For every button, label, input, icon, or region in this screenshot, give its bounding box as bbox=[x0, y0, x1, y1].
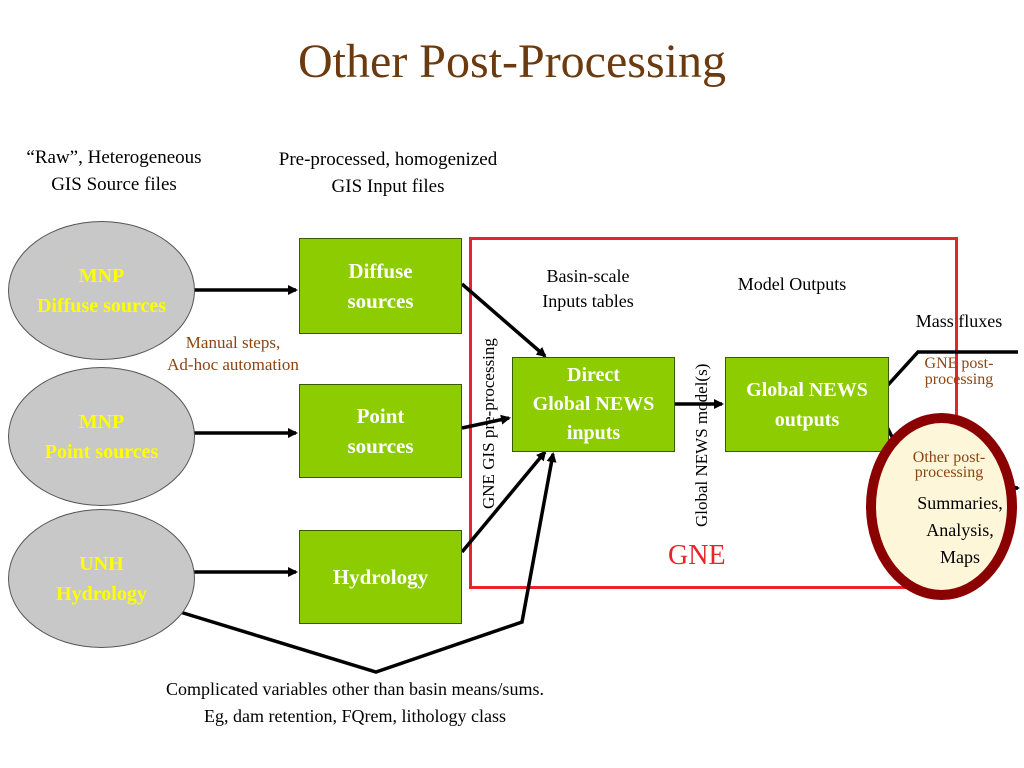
diffuse-box-line1: Diffuse bbox=[348, 259, 413, 283]
global-news-model-label: Global NEWS model(s) bbox=[692, 363, 711, 527]
mnp-diffuse-line1: MNP bbox=[78, 264, 125, 287]
outputs-line2: outputs bbox=[774, 408, 840, 431]
mass-fluxes-label: Mass fluxes bbox=[915, 311, 1003, 331]
arrow-hydrology-direct bbox=[460, 450, 547, 554]
preprocessed-files-header: Pre-processed, homogenized GIS Input fil… bbox=[240, 146, 536, 200]
point-box-line2: sources bbox=[347, 434, 414, 458]
hydrology-box-line1: Hydrology bbox=[332, 565, 429, 589]
pre-header-line1: Pre-processed, homogenized bbox=[278, 149, 498, 170]
box-direct-global-news-inputs: Direct Global NEWS inputs bbox=[512, 357, 675, 452]
post-processing-highlight bbox=[866, 413, 1017, 600]
mnp-diffuse-line2: Diffuse sources bbox=[36, 294, 167, 317]
unh-hydrology-line2: Hydrology bbox=[56, 582, 147, 605]
gne-gis-preprocessing-label: GNE GIS pre-processing bbox=[479, 338, 498, 509]
other-post-processing-label: Other post- processing bbox=[890, 449, 1008, 481]
bottom-note-line1: Complicated variables other than basin m… bbox=[166, 679, 544, 699]
other-post-line2: processing bbox=[914, 464, 984, 481]
bottom-note-line2: Eg, dam retention, FQrem, lithology clas… bbox=[204, 706, 506, 726]
gne-label: GNE bbox=[668, 540, 726, 571]
manual-steps-line1: Manual steps, bbox=[185, 333, 281, 352]
mnp-point-line1: MNP bbox=[78, 410, 125, 433]
direct-line1: Direct bbox=[567, 364, 620, 386]
ellipse-mnp-point: MNP Point sources bbox=[8, 367, 195, 506]
ellipse-unh-hydrology: UNH Hydrology bbox=[8, 509, 195, 648]
unh-hydrology-line1: UNH bbox=[79, 552, 124, 575]
arrow-mass-fluxes bbox=[885, 350, 1018, 388]
basin-tables-line2: Inputs tables bbox=[542, 291, 634, 311]
basin-tables-line1: Basin-scale bbox=[546, 266, 630, 286]
manual-steps-note: Manual steps, Ad-hoc automation bbox=[148, 332, 318, 376]
direct-line2: Global NEWS bbox=[532, 393, 655, 415]
ellipse-mnp-diffuse: MNP Diffuse sources bbox=[8, 221, 195, 360]
pre-header-line2: GIS Input files bbox=[331, 176, 445, 197]
raw-header-line1: “Raw”, Heterogeneous bbox=[26, 147, 202, 168]
diffuse-box-line2: sources bbox=[347, 289, 414, 313]
arrow-diffuse-direct bbox=[460, 282, 547, 358]
box-global-news-outputs: Global NEWS outputs bbox=[725, 357, 889, 452]
direct-line3: inputs bbox=[566, 422, 621, 444]
summaries-line1: Summaries, bbox=[917, 493, 1003, 513]
point-box-line1: Point bbox=[356, 404, 405, 428]
box-hydrology: Hydrology bbox=[299, 530, 462, 624]
box-point-sources: Point sources bbox=[299, 384, 462, 478]
raw-header-line2: GIS Source files bbox=[51, 174, 177, 195]
gne-post-processing-label: GNE post- processing bbox=[900, 356, 1018, 388]
complicated-variables-note: Complicated variables other than basin m… bbox=[90, 676, 620, 730]
gne-post-line2: processing bbox=[924, 371, 994, 388]
gne-frame bbox=[469, 237, 958, 589]
outputs-line1: Global NEWS bbox=[746, 378, 868, 401]
manual-steps-line2: Ad-hoc automation bbox=[167, 355, 299, 374]
summaries-analysis-maps: Summaries, Analysis, Maps bbox=[900, 490, 1020, 571]
basin-inputs-tables-label: Basin-scale Inputs tables bbox=[515, 264, 661, 314]
gne-post-line1: GNE post- bbox=[924, 355, 994, 372]
raw-files-header: “Raw”, Heterogeneous GIS Source files bbox=[0, 144, 228, 198]
box-diffuse-sources: Diffuse sources bbox=[299, 238, 462, 334]
model-outputs-label: Model Outputs bbox=[737, 274, 847, 294]
slide-title: Other Post-Processing bbox=[298, 35, 726, 88]
mnp-point-line2: Point sources bbox=[44, 440, 159, 463]
summaries-line2: Analysis, bbox=[926, 520, 994, 540]
arrow-point-direct bbox=[461, 414, 511, 430]
arrow-complicated-variables bbox=[179, 452, 557, 674]
other-post-line1: Other post- bbox=[912, 449, 986, 466]
summaries-line3: Maps bbox=[940, 547, 980, 567]
